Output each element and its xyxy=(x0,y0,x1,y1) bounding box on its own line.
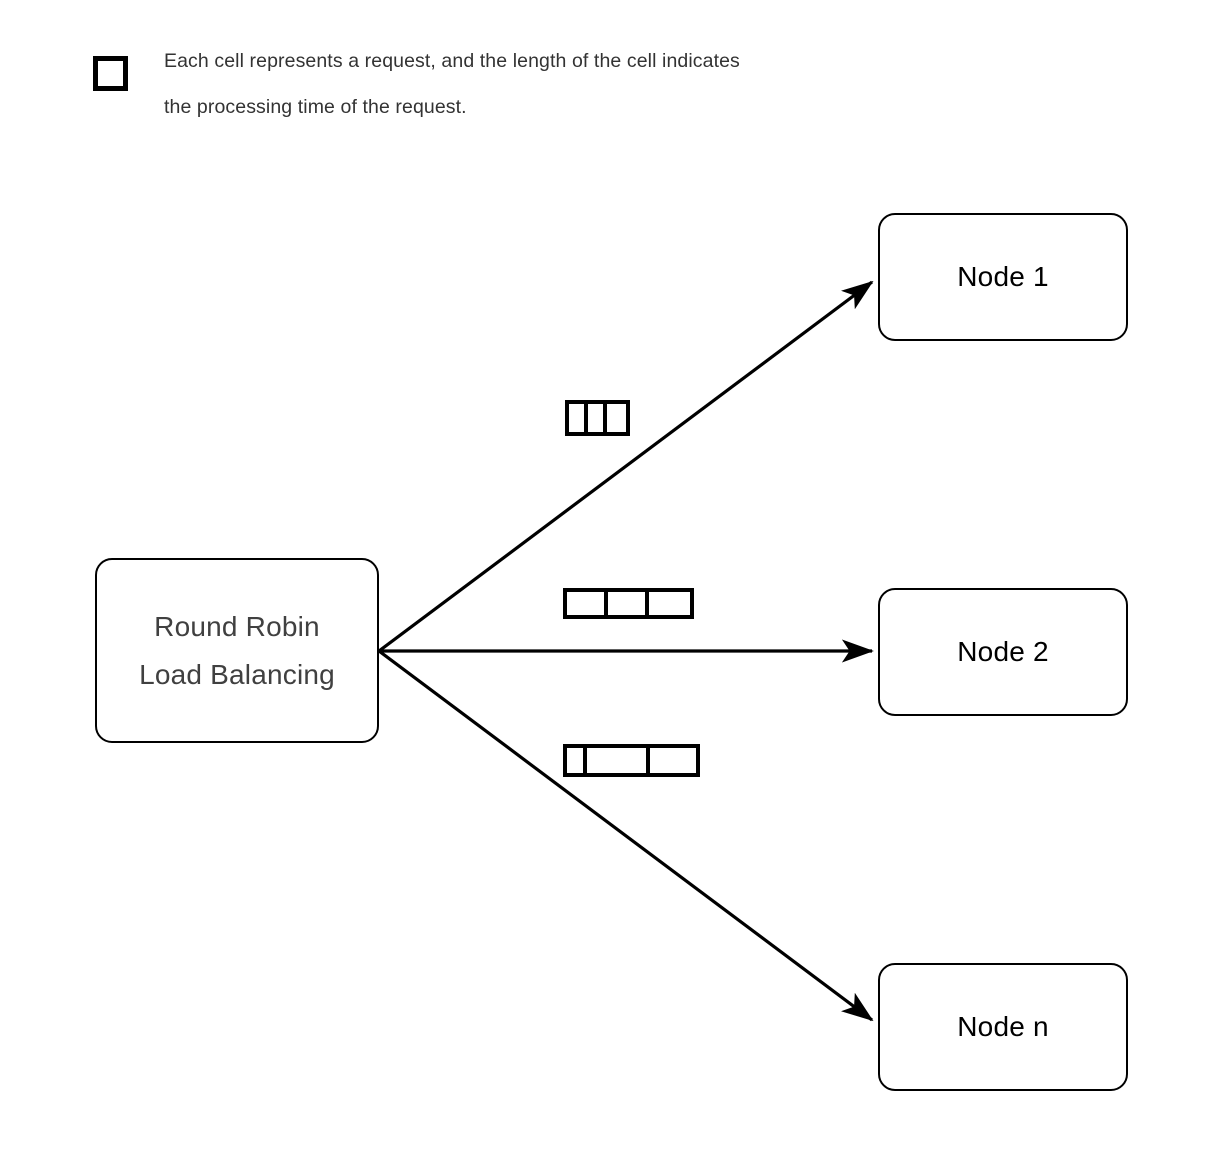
request-queue-node-n xyxy=(563,744,700,777)
request-cell xyxy=(567,592,608,615)
legend-caption: Each cell represents a request, and the … xyxy=(164,50,740,118)
connector-to-node-1 xyxy=(378,280,874,653)
node-box-1[interactable]: Node 1 xyxy=(878,213,1128,341)
load-balancer-label: Round Robin Load Balancing xyxy=(139,610,335,690)
request-cell xyxy=(607,404,626,432)
request-cell xyxy=(650,748,696,773)
node-label-1: Node 1 xyxy=(957,261,1049,292)
connector-to-node-n xyxy=(378,649,874,1022)
empty-square-icon xyxy=(93,56,128,91)
node-box-n[interactable]: Node n xyxy=(878,963,1128,1091)
request-cell xyxy=(649,592,690,615)
request-cell xyxy=(567,748,587,773)
node-label-2: Node 2 xyxy=(957,636,1049,667)
node-label-n: Node n xyxy=(957,1011,1049,1042)
node-box-2[interactable]: Node 2 xyxy=(878,588,1128,716)
request-queue-node-2 xyxy=(563,588,694,619)
request-cell xyxy=(608,592,649,615)
request-cell xyxy=(588,404,607,432)
request-cell xyxy=(569,404,588,432)
load-balancer-box[interactable]: Round Robin Load Balancing xyxy=(95,558,379,743)
request-queue-node-1 xyxy=(565,400,630,436)
request-cell xyxy=(587,748,650,773)
